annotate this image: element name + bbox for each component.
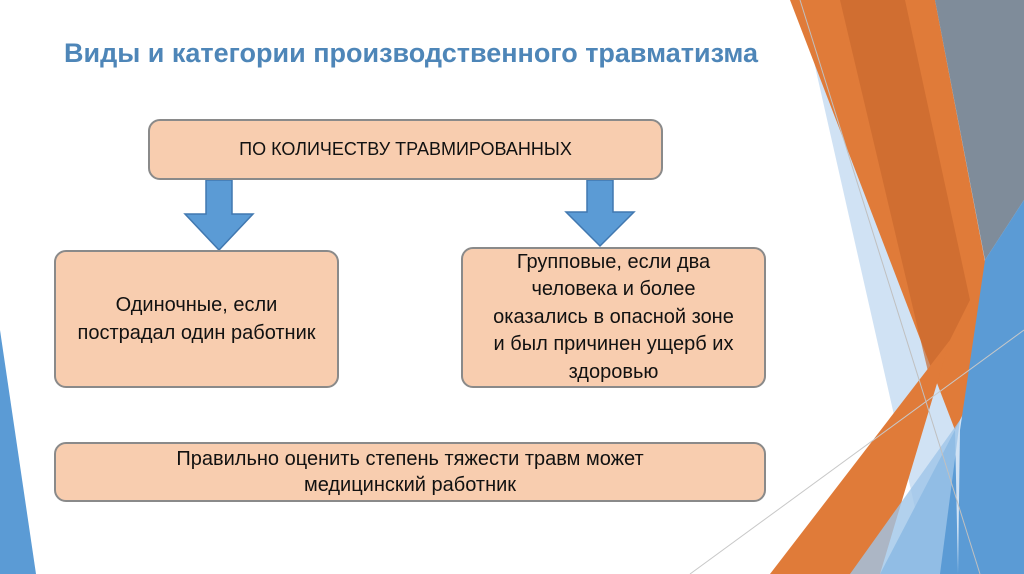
top-category-box: ПО КОЛИЧЕСТВУ ТРАВМИРОВАННЫХ	[148, 119, 663, 180]
decor-gray-band	[935, 0, 1024, 260]
decor-thin-line	[799, 0, 981, 574]
single-injury-text: Одиночные, если пострадал один работник	[77, 294, 316, 344]
group-injury-box: Групповые, если два человека и более ока…	[461, 247, 766, 388]
decor-blue-left-sliver	[0, 330, 36, 574]
note-box: Правильно оценить степень тяжести травм …	[54, 442, 766, 502]
decor-orange-shade	[840, 0, 970, 380]
down-arrow-left-icon	[183, 180, 255, 252]
note-text: Правильно оценить степень тяжести травм …	[176, 448, 644, 496]
decor-light-blue-bottom	[850, 420, 960, 574]
top-category-label: ПО КОЛИЧЕСТВУ ТРАВМИРОВАННЫХ	[239, 139, 572, 159]
down-arrow-right-icon	[564, 180, 636, 248]
decor-orange-bottom-triangle	[770, 340, 950, 574]
group-injury-text: Групповые, если два человека и более ока…	[493, 250, 734, 383]
single-injury-box: Одиночные, если пострадал один работник	[54, 250, 339, 388]
decor-thin-line	[689, 329, 1024, 574]
slide-title: Виды и категории производственного травм…	[64, 38, 759, 68]
decor-blue-right-band	[958, 200, 1024, 574]
